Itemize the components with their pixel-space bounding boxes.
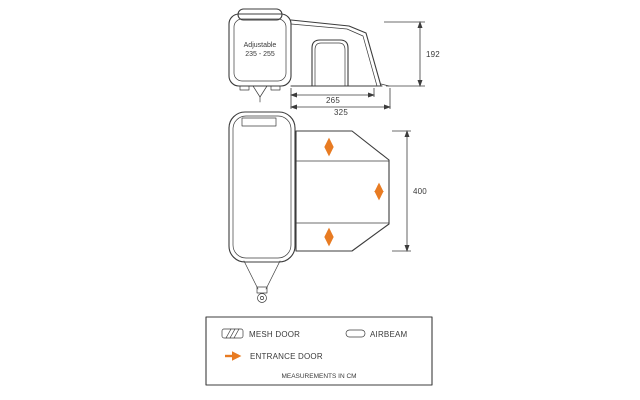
adjustable-label-line1: Adjustable [244,42,277,49]
plan-view: 400 [228,111,427,303]
adjustable-label-line2: 235 - 255 [245,51,275,58]
caravan-body-outer [228,13,292,87]
mesh-door-legend-item: MESH DOOR [221,328,300,339]
door-arch-outer [311,39,349,87]
dimension-label-265: 265 [326,96,340,105]
dimension-width-400: 400 [392,130,427,252]
front-elevation-view: Adjustable 235 - 255 [228,8,440,117]
caravan-plan-inner [232,115,292,259]
caravan-body-inner [233,18,287,82]
caravan-top-view [228,111,296,303]
mesh-door-icon [221,328,244,339]
caravan-drawbar [243,260,281,303]
airbeam-label: AIRBEAM [370,330,408,339]
mesh-door-label: MESH DOOR [249,330,300,339]
left-bumper [239,85,250,91]
awning-side-profile [290,19,390,87]
caravan-undercarriage [239,85,281,103]
entrance-door-label: ENTRANCE DOOR [250,352,323,361]
drawbar-left [243,260,259,290]
airbeam-legend-item: AIRBEAM [345,329,408,339]
awning-footprint [295,130,390,252]
dimension-height-192: 192 [384,21,440,87]
dimension-label-400: 400 [413,187,427,196]
hitch-triangle [252,85,268,98]
awning-plan-view [295,130,390,252]
caravan-front: Adjustable 235 - 255 [228,8,292,103]
entrance-door-arrows [324,137,384,247]
dimension-label-325: 325 [334,108,348,117]
hitch-box [256,286,268,294]
dimension-depth-325: 325 [290,88,391,117]
hitch-wheel-outer [257,293,267,303]
door-arch-inner [314,42,346,87]
dimension-depth-265: 265 [290,88,375,109]
caravan-plan-outer [228,111,296,263]
mesh-hatch-line [233,328,240,339]
mesh-hatch-line [225,328,232,339]
mesh-door-icon-frame [221,328,244,339]
legend: MESH DOOR AIRBEAM ENTRANCE DOOR MEASUREM… [205,316,433,386]
dimension-label-192: 192 [426,50,440,59]
right-bumper [270,85,281,91]
hitch-wheel-inner [260,296,264,300]
drawbar-right [265,260,281,290]
awning-roof-line [290,19,382,87]
airbeam-icon [345,329,366,338]
awning-inner-beam-line [290,23,378,87]
entrance-door-legend-item: ENTRANCE DOOR [225,351,323,361]
legend-box [205,316,433,386]
measurements-note: MEASUREMENTS IN CM [281,373,356,380]
caravan-front-window [241,117,277,127]
mesh-hatch-line [229,328,236,339]
